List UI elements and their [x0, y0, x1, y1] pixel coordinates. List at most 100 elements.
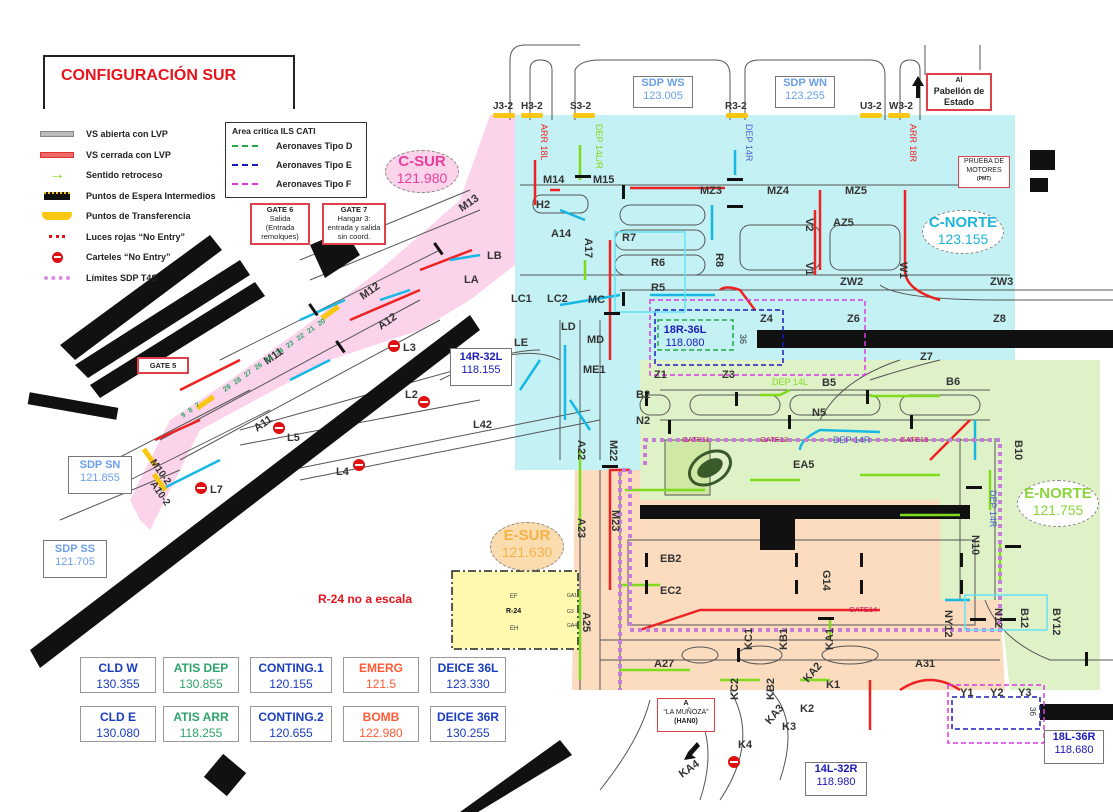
legend-item: →Sentido retroceso	[49, 166, 163, 184]
terminal-buildings	[27, 150, 1055, 797]
transfer-label: H3-2	[521, 101, 543, 112]
runway-14r-32l	[30, 315, 480, 668]
stand-number: 27	[243, 369, 253, 379]
taxiway-label-n10: N10	[969, 535, 981, 555]
holding-points	[308, 175, 1088, 666]
taxiway-label-ka4: KA4	[677, 757, 703, 780]
sector-e-norte-area	[640, 360, 1100, 690]
taxiway-label-ea5: EA5	[793, 459, 814, 471]
frequency-name: CONTING.2	[258, 710, 324, 724]
ils-critical-legend: Area critica ILS CATI Aeronaves Tipo D A…	[225, 122, 367, 198]
holding-point-icon	[44, 191, 70, 200]
gate-5-box: GATE 5	[137, 357, 189, 374]
taxiway-label-by12: BY12	[1050, 608, 1062, 636]
frequency-value: 123.330	[446, 677, 490, 691]
taxiway-label-m22: M22	[607, 440, 619, 461]
r24-ga1-label: GA1	[567, 593, 577, 599]
red-lights-icon	[49, 235, 65, 239]
taxiway-label-l42: L42	[473, 419, 492, 431]
stand-number: 29	[222, 383, 232, 393]
no-entry-sign-icon	[273, 422, 285, 434]
taxiway-label-a14: A14	[551, 228, 572, 240]
stand-number: 7	[194, 402, 201, 410]
taxiway-label-b12: B12	[1018, 608, 1030, 628]
config-title-box: CONFIGURACIÓN SUR	[43, 55, 295, 109]
taxiway-label-eb2: EB2	[660, 553, 681, 565]
frequency-value: 120.655	[269, 726, 313, 740]
taxiway-label-z8: Z8	[993, 313, 1006, 325]
arrow-southwest-icon	[684, 742, 700, 760]
stand-number: 8	[187, 407, 194, 415]
frequency-value: 130.355	[96, 677, 140, 691]
config-title: CONFIGURACIÓN SUR	[61, 67, 237, 84]
runway-18r-36l	[757, 330, 1113, 348]
stand-number: 22	[296, 332, 306, 342]
taxiway-label-z3: Z3	[722, 369, 735, 381]
la-munoza-note: A“LA MUÑOZA”(HAN0)	[657, 698, 715, 732]
frequency-value: 130.080	[96, 726, 140, 740]
no-entry-sign-icon	[353, 459, 365, 471]
legend-item: VS cerrada con LVP	[40, 145, 230, 166]
taxiway-label-y2: Y2	[990, 687, 1003, 699]
runway-threshold-36r: 36	[1028, 707, 1037, 716]
taxiway-label-a17: A17	[582, 238, 594, 258]
route-label-arr-18r: ARR 18R	[908, 124, 918, 163]
legend-item: Puntos de Espera Intermedios	[40, 186, 230, 207]
stand-number: 25	[264, 354, 274, 364]
frequency-value: 130.255	[446, 726, 490, 740]
frequency-name: EMERG	[358, 661, 403, 675]
transfer-label: J3-2	[493, 101, 513, 112]
legend-item: Límites SDP T4S	[40, 268, 230, 289]
transfer-label: U3-2	[860, 101, 882, 112]
taxiway-label-kc1: KC1	[743, 628, 755, 650]
taxiway-label-l3: L3	[403, 342, 416, 354]
taxiway-label-a23: A23	[575, 518, 587, 538]
route-label-dep-14r: DEP 14R	[833, 435, 871, 445]
stand-number: 23	[285, 340, 295, 350]
red-line-icon	[40, 151, 74, 158]
control-tower-icon	[688, 449, 732, 487]
r24-area	[451, 570, 579, 650]
r24-label: R-24	[506, 608, 521, 615]
dashed-magenta-icon	[232, 182, 258, 185]
taxiway-label-y3: Y3	[1018, 687, 1031, 699]
sector-e-sur-area	[572, 470, 1005, 690]
route-label-dep-14lr: DEP 14L/R	[594, 124, 604, 169]
frequency-name: ATIS DEP	[173, 661, 229, 675]
r24-g3-label: G3	[567, 609, 574, 615]
runways	[30, 315, 1113, 812]
taxiway-label-n12: N12	[992, 608, 1004, 628]
taxiway-label-le: LE	[514, 337, 528, 349]
runway-18l-36r	[1040, 704, 1113, 720]
no-entry-sign-icon	[418, 396, 430, 408]
taxiway-label-a25: A25	[580, 612, 592, 632]
r24-scale-note: R-24 no a escala	[318, 592, 413, 606]
sdp-limit-icon	[44, 275, 70, 280]
frequency-name: BOMB	[362, 710, 400, 724]
taxiway-label-m15: M15	[593, 174, 614, 186]
frequency-name: DEICE 36R	[436, 710, 500, 724]
taxiway-label-w1: W1	[897, 262, 909, 279]
r24-eh-label: EH	[510, 626, 518, 632]
route-label-arr-18l: ARR 18L	[539, 124, 549, 161]
runway-14l-32r	[460, 740, 572, 812]
no-entry-sign-icon	[51, 251, 63, 263]
taxiway-label-k1: K1	[826, 679, 840, 691]
taxiway-label-n5: N5	[812, 407, 826, 419]
taxiway-label-lb: LB	[487, 250, 502, 262]
transfer-label: S3-2	[570, 101, 592, 112]
